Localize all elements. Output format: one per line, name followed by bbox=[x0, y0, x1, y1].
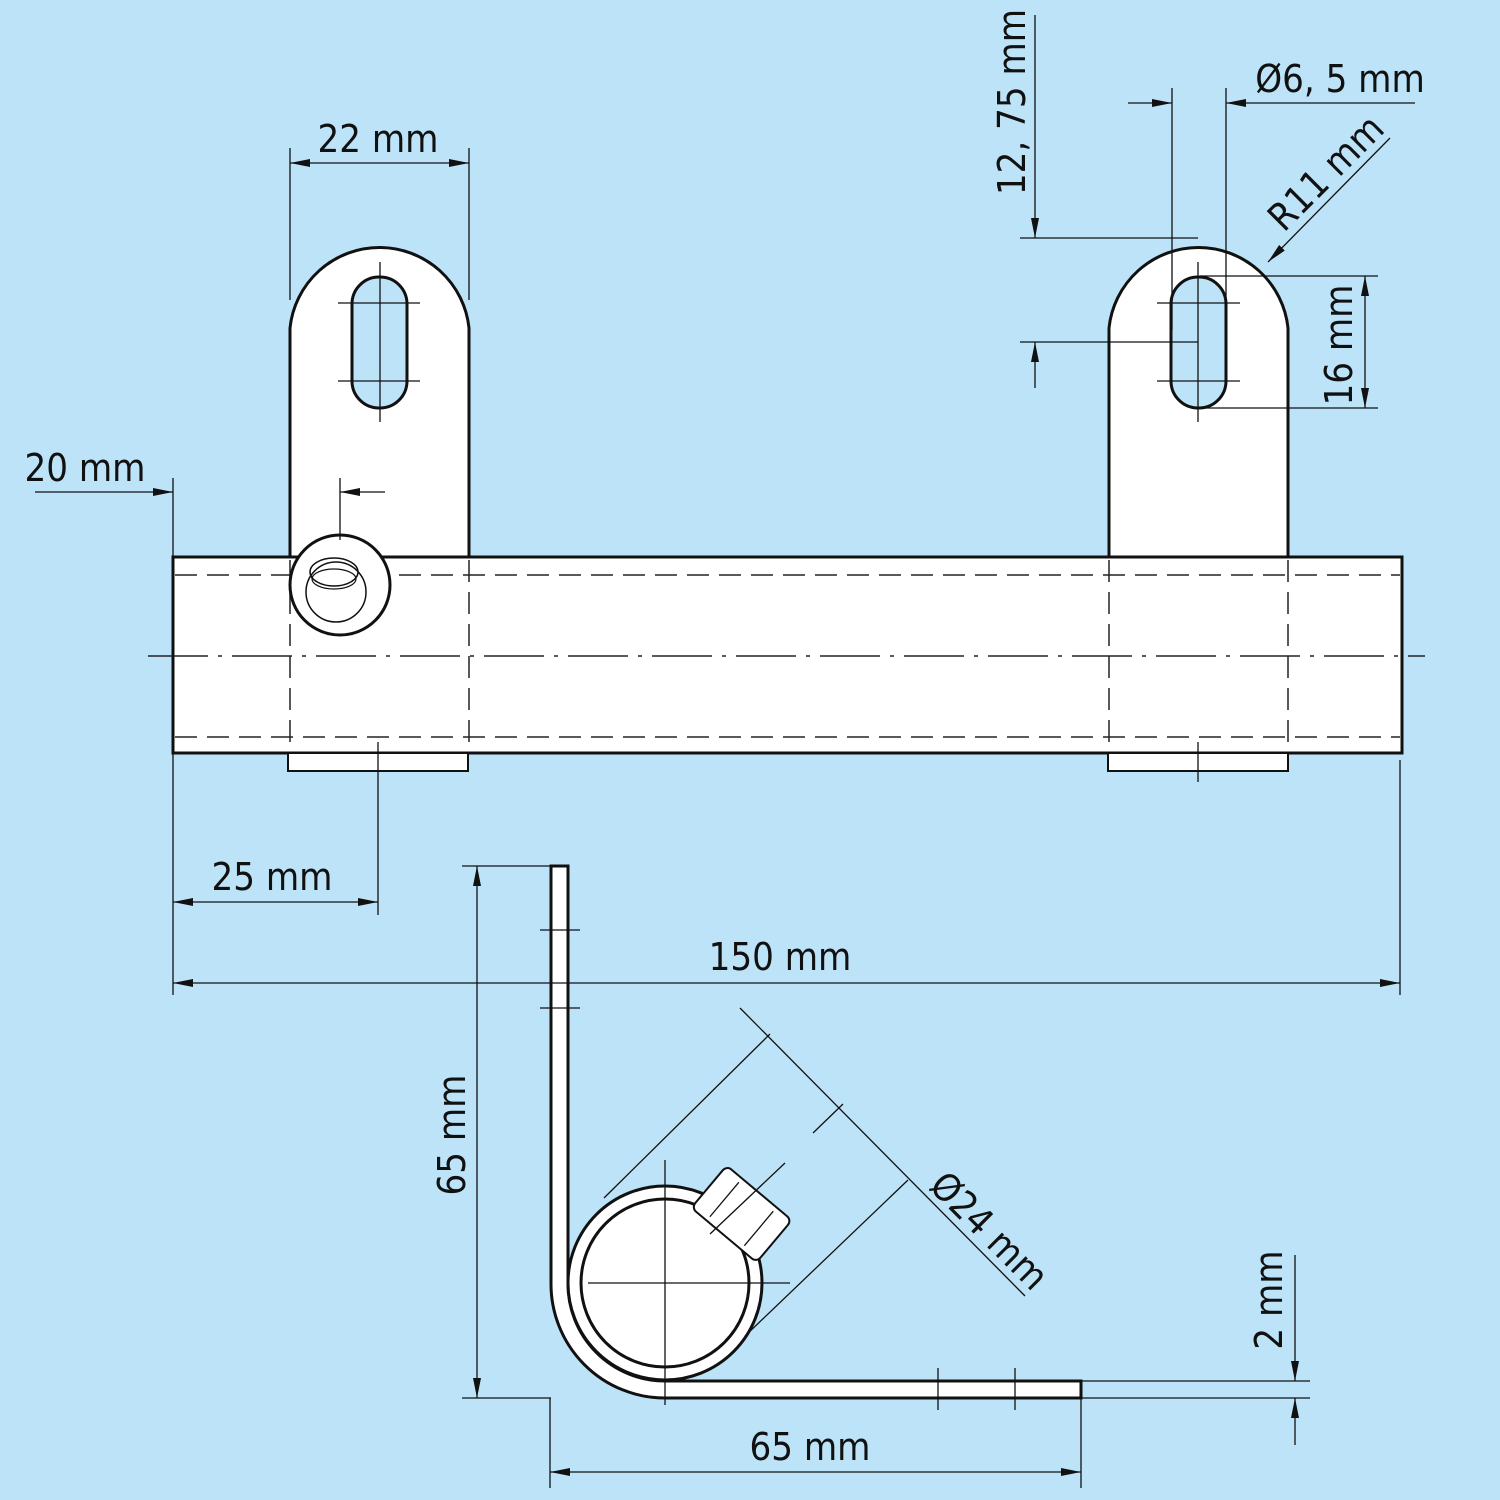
dim-tab-radius: R11 mm bbox=[1259, 106, 1392, 239]
top-view bbox=[148, 245, 1425, 915]
clamp-nut bbox=[692, 1167, 791, 1261]
side-view bbox=[540, 864, 1083, 1410]
dim-tab-offset: 25 mm bbox=[212, 855, 333, 899]
dim-slot-length: 16 mm bbox=[1317, 285, 1361, 406]
dim-tube-diameter: Ø24 mm bbox=[921, 1163, 1057, 1299]
dim-slot-diameter: Ø6, 5 mm bbox=[1255, 57, 1425, 101]
nut bbox=[288, 533, 392, 637]
dim-total-length: 150 mm bbox=[709, 935, 852, 979]
dim-nut-offset: 20 mm bbox=[25, 446, 146, 490]
dimension-lines bbox=[35, 15, 1415, 1488]
dim-thickness: 2 mm bbox=[1247, 1250, 1291, 1349]
dim-tab-width: 22 mm bbox=[318, 117, 439, 161]
dim-bracket-height: 65 mm bbox=[430, 1075, 474, 1196]
dim-bracket-length: 65 mm bbox=[750, 1425, 871, 1469]
dim-hole-height: 12, 75 mm bbox=[990, 9, 1034, 195]
